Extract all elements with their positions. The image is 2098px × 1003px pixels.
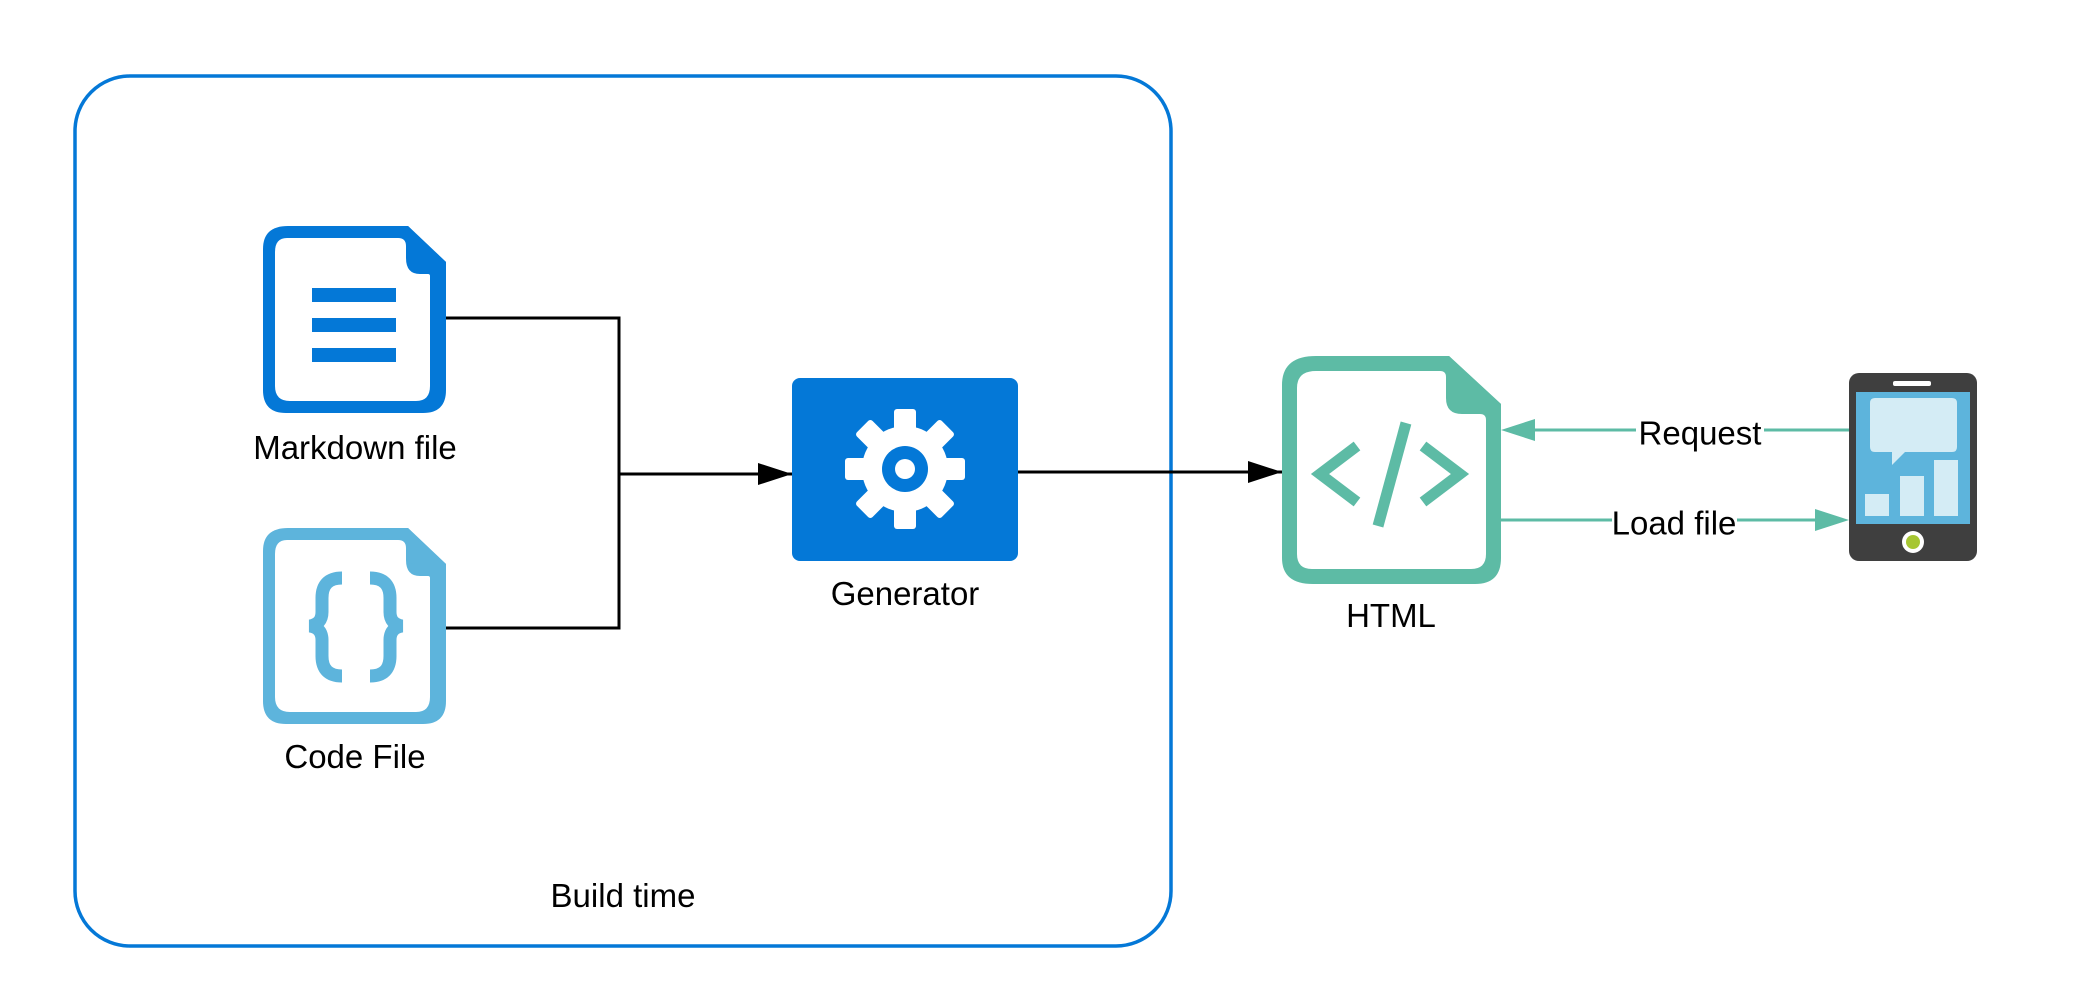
markdown-file-label: Markdown file xyxy=(253,429,457,466)
request-label: Request xyxy=(1639,415,1762,452)
load-file-arrowhead xyxy=(1815,509,1849,531)
arrowhead-to-generator xyxy=(758,463,792,485)
code-file-icon xyxy=(1282,356,1501,584)
build-time-label: Build time xyxy=(551,877,696,914)
code-file-label: Code File xyxy=(284,738,425,775)
connector-code-to-generator xyxy=(446,474,621,630)
gear-icon xyxy=(845,409,965,529)
arrowhead-to-html xyxy=(1248,461,1282,483)
connector-markdown-to-generator xyxy=(446,316,621,474)
load-file-label: Load file xyxy=(1612,505,1737,542)
document-lines-icon xyxy=(263,226,446,413)
html-label: HTML xyxy=(1346,597,1436,634)
generator-node xyxy=(792,378,1018,561)
request-arrowhead xyxy=(1501,419,1535,441)
curly-braces-file-icon xyxy=(263,528,446,724)
mobile-phone-icon xyxy=(1849,373,1977,561)
build-time-group xyxy=(73,74,1173,948)
generator-label: Generator xyxy=(831,575,980,612)
